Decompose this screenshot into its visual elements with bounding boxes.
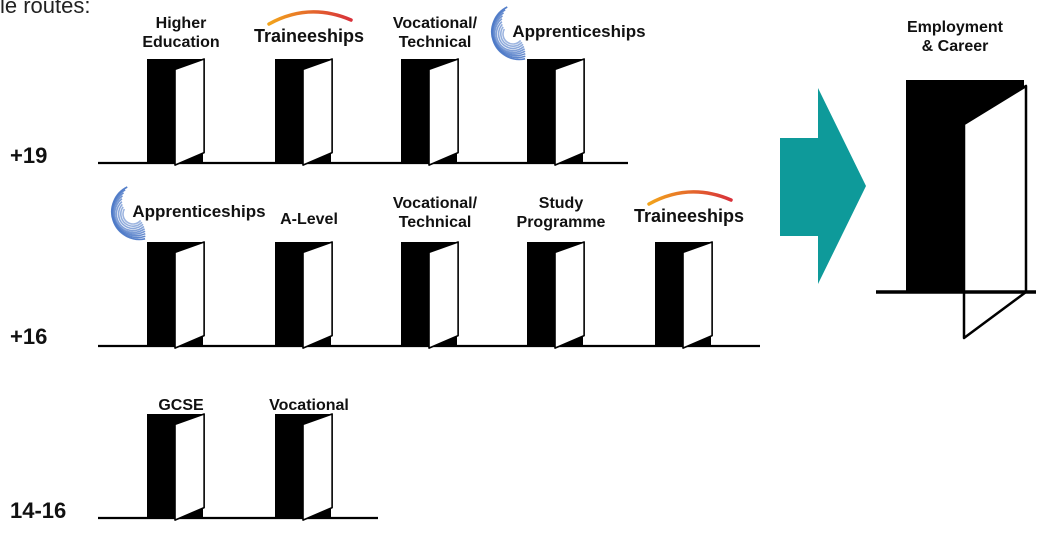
pathway-door [147, 241, 205, 349]
forward-arrow [780, 88, 866, 284]
age-label: +16 [10, 324, 48, 349]
door-panel [682, 241, 713, 349]
door-panel [554, 58, 585, 166]
age-label: 14-16 [10, 498, 67, 523]
pathway-door [527, 58, 585, 166]
traineeships-logo: Traineeships [633, 206, 745, 226]
pathway-door [527, 241, 585, 349]
door-label: A-Level [280, 211, 338, 228]
pathway-door [275, 58, 333, 166]
door-panel [554, 241, 585, 349]
pathway-door [275, 413, 333, 521]
apprenticeships-logo: Apprenticeships [132, 202, 266, 221]
door-label: Vocational/ Technical [392, 15, 478, 51]
door-panel [962, 84, 1028, 340]
destination-label: Employment & Career [906, 19, 1003, 55]
pathway-door [147, 58, 205, 166]
door-label: Vocational/ Technical [392, 195, 478, 231]
employment-door [876, 80, 1036, 340]
door-label: GCSE [158, 397, 204, 414]
door-panel [428, 58, 459, 166]
door-panel [302, 413, 333, 521]
age-label: +19 [10, 143, 48, 168]
pathway-door [275, 241, 333, 349]
pathway-door [147, 413, 205, 521]
pathway-door [401, 241, 459, 349]
intro-text: le routes: [0, 0, 91, 18]
door-label: Study Programme [516, 195, 606, 231]
door-panel [302, 58, 333, 166]
door-label: Vocational [269, 397, 349, 414]
apprenticeships-swoosh-icon [110, 186, 146, 241]
traineeships-arc-icon [267, 10, 353, 26]
door-panel [174, 241, 205, 349]
apprenticeships-logo: Apprenticeships [512, 22, 646, 41]
traineeships-arc-icon [647, 190, 733, 206]
door-panel [174, 413, 205, 521]
door-panel [302, 241, 333, 349]
door-label: Higher Education [142, 15, 220, 51]
pathway-door [655, 241, 713, 349]
door-panel [174, 58, 205, 166]
apprenticeships-swoosh-icon [490, 6, 526, 61]
door-panel [428, 241, 459, 349]
pathway-door [401, 58, 459, 166]
traineeships-logo: Traineeships [253, 26, 365, 46]
